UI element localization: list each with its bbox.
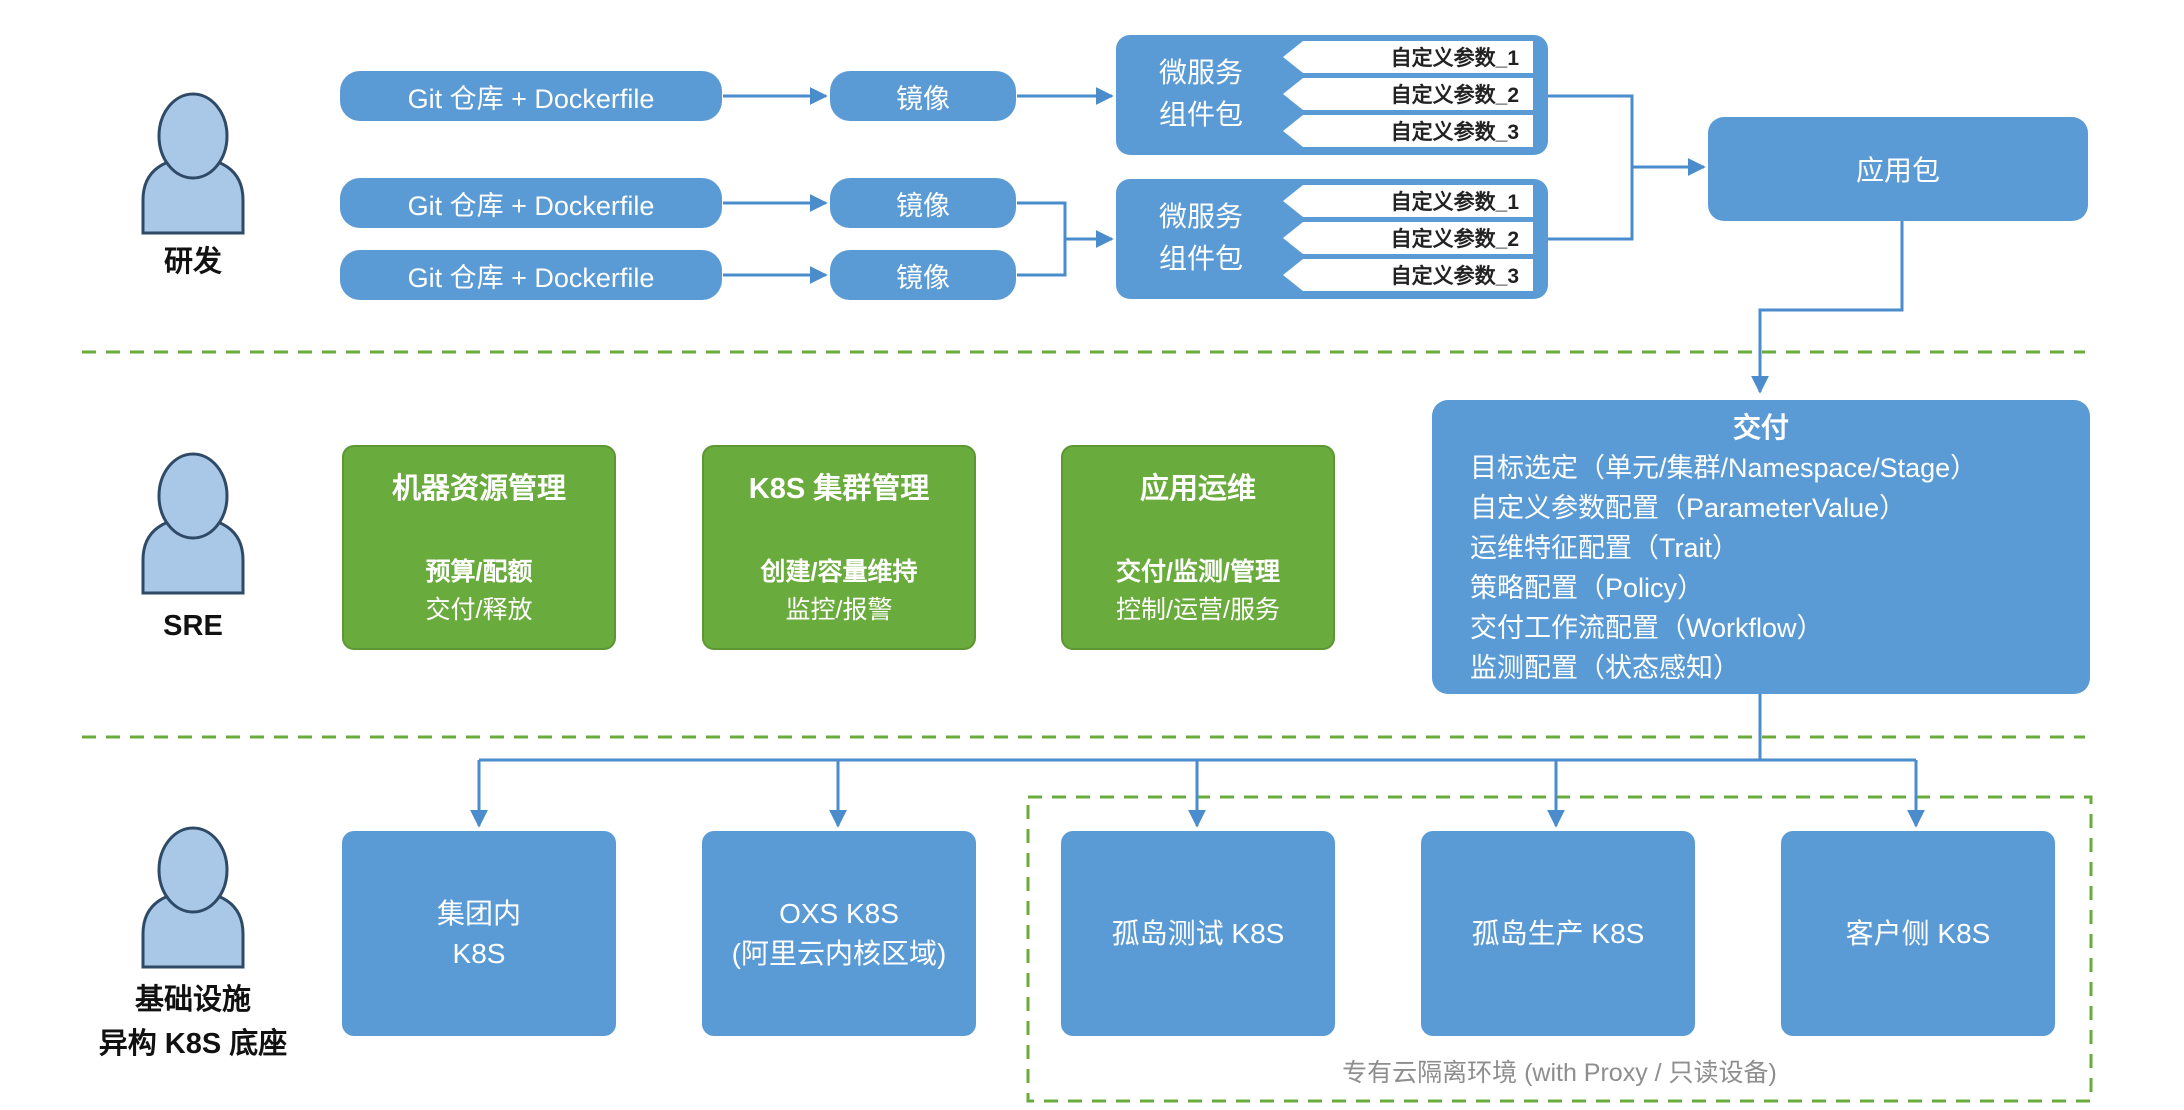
delivery-item-monitoring: 监测配置（状态感知） [1470,653,1740,683]
target-2-line1: OXS K8S [779,897,899,929]
delivery-item-trait: 运维特征配置（Trait） [1470,533,1739,563]
delivery-item-target: 目标选定（单元/集群/Namespace/Stage） [1470,453,1978,483]
sre-box-app-ops: 应用运维 交付/监测/管理 控制/运营/服务 [1061,445,1335,650]
sre-person-icon [141,452,245,595]
sre-box-1-line1: 预算/配额 [425,558,533,586]
actor-infra-label-2: 异构 K8S 底座 [98,1028,288,1060]
target-group-internal-k8s: 集团内 K8S [342,831,616,1036]
actor-dev-label: 研发 [163,246,222,278]
module-2-label-line1: 微服务 [1158,201,1243,232]
delivery-item-parameter: 自定义参数配置（ParameterValue） [1470,493,1907,523]
module-2-param-3: 自定义参数_3 [1283,259,1533,291]
target-oxs-k8s: OXS K8S (阿里云内核区域) [702,831,976,1036]
image-1: 镜像 [830,71,1016,121]
app-package: 应用包 [1708,117,2088,221]
target-4-line1: 孤岛生产 K8S [1471,917,1645,949]
git-repo-2: Git 仓库 + Dockerfile [340,178,722,228]
infra-person-icon [141,826,245,969]
sre-box-k8s-cluster: K8S 集群管理 创建/容量维持 监控/报警 [702,445,976,650]
private-cloud-label: 专有云隔离环境 (with Proxy / 只读设备) [1342,1059,1777,1087]
arrow-images-to-module2 [1017,201,1112,277]
target-1-line1: 集团内 [436,897,521,929]
delivery-title: 交付 [1732,412,1789,443]
sre-box-machine-resources: 机器资源管理 预算/配额 交付/释放 [342,445,616,650]
target-3-line1: 孤岛测试 K8S [1111,917,1285,949]
image-2: 镜像 [830,178,1016,228]
module-2-param-1: 自定义参数_1 [1283,185,1533,217]
target-5-line1: 客户侧 K8S [1845,917,1991,949]
actor-sre-label: SRE [163,610,223,642]
module-1-param-2: 自定义参数_2 [1283,78,1533,110]
target-island-test-k8s: 孤岛测试 K8S [1061,831,1335,1036]
microservice-module-2: 微服务 组件包 自定义参数_1 自定义参数_2 自定义参数_3 [1116,179,1548,299]
module-2-label-line2: 组件包 [1158,243,1243,274]
delivery-item-policy: 策略配置（Policy） [1470,573,1705,603]
module-2-param-2: 自定义参数_2 [1283,222,1533,254]
module-1-label-line1: 微服务 [1158,57,1243,88]
delivery-config-box: 交付 目标选定（单元/集群/Namespace/Stage） 自定义参数配置（P… [1432,400,2090,694]
private-cloud-region-border [1026,795,2093,1103]
sre-box-2-title: K8S 集群管理 [748,473,930,505]
target-customer-k8s: 客户侧 K8S [1781,831,2055,1036]
developer-person-icon [141,92,245,235]
sre-box-3-line2: 控制/运营/服务 [1116,596,1280,624]
module-1-label-line2: 组件包 [1158,99,1243,130]
sre-box-2-line1: 创建/容量维持 [760,558,918,586]
arrow-modules-to-app-package [1548,94,1704,241]
delivery-item-workflow: 交付工作流配置（Workflow） [1470,613,1824,643]
sre-box-3-line1: 交付/监测/管理 [1116,558,1280,586]
sre-box-1-title: 机器资源管理 [391,473,566,505]
module-1-param-1: 自定义参数_1 [1283,41,1533,73]
microservice-module-1: 微服务 组件包 自定义参数_1 自定义参数_2 自定义参数_3 [1116,35,1548,155]
sre-box-3-title: 应用运维 [1139,473,1256,505]
target-island-prod-k8s: 孤岛生产 K8S [1421,831,1695,1036]
sre-box-2-line2: 监控/报警 [785,596,893,624]
sre-box-1-line2: 交付/释放 [425,596,533,624]
image-3: 镜像 [830,250,1016,300]
module-1-param-3: 自定义参数_3 [1283,115,1533,147]
target-2-line2: (阿里云内核区域) [731,937,947,969]
target-1-line2: K8S [452,937,506,969]
git-repo-1: Git 仓库 + Dockerfile [340,71,722,121]
actor-infra-label-1: 基础设施 [134,984,251,1016]
arrow-app-package-to-delivery [1751,221,1904,394]
git-repo-3: Git 仓库 + Dockerfile [340,250,722,300]
